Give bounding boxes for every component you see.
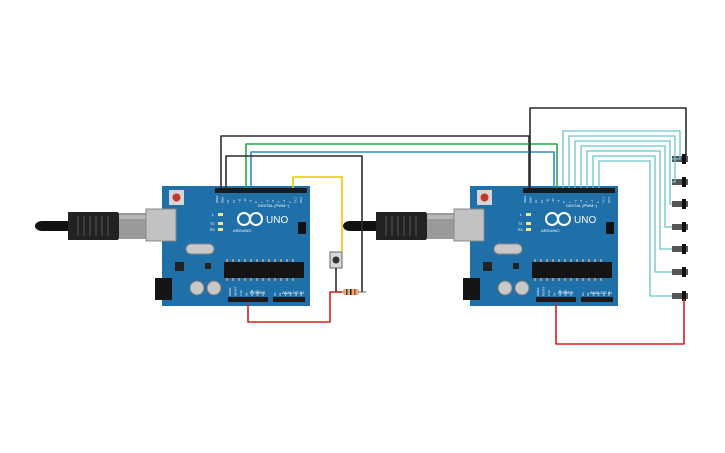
board-model-label: UNO <box>266 215 288 226</box>
pin-label: A1 <box>278 292 282 296</box>
led-label-tx: TX <box>518 222 523 226</box>
pin-label: ~11 <box>237 198 241 203</box>
arduino-logo-icon <box>237 212 263 226</box>
pin-label: 2 <box>288 201 292 203</box>
analog-header-label: ANALOG IN <box>590 290 612 295</box>
usb-cable-left[interactable] <box>35 212 147 240</box>
teal-wire-bundle[interactable] <box>562 130 681 297</box>
pin-label: ~11 <box>545 198 549 203</box>
pin-label: A3 <box>289 292 293 296</box>
pin-label: AREF <box>215 195 219 203</box>
pin-label: A4 <box>294 292 298 296</box>
pushbutton[interactable] <box>329 251 343 269</box>
arduino-board-left[interactable]: UNO ARDUINO DIGITAL (PWM~) POWER ANALOG … <box>35 186 310 306</box>
wire-red-right[interactable] <box>555 299 685 345</box>
digital-header-label: DIGITAL (PWM~) <box>566 203 598 208</box>
wire-red-left[interactable] <box>247 291 342 323</box>
pin-label: ~5 <box>271 199 275 203</box>
pin-label: 5V <box>245 292 249 296</box>
led-label-l: L <box>520 213 522 217</box>
pin-label: Vin <box>569 292 573 296</box>
pin-label: 5V <box>553 292 557 296</box>
wire-black-gnd-link[interactable] <box>220 135 530 188</box>
pin-label: 7 <box>568 201 572 203</box>
pin-label: 12 <box>232 199 236 203</box>
pin-label: A1 <box>586 292 590 296</box>
pin-label: GND <box>558 290 562 296</box>
pin-label: IOREF <box>536 287 540 296</box>
pin-label: 3.3V <box>547 290 551 296</box>
pin-label: RESET <box>542 286 546 296</box>
pin-label: A0 <box>581 292 585 296</box>
pin-label: IOREF <box>228 287 232 296</box>
pin-label: 4 <box>585 201 589 203</box>
pin-label: ~9 <box>557 199 561 203</box>
board-model-label: UNO <box>574 215 596 226</box>
pin-label: A5 <box>299 292 303 296</box>
pin-label: 13 <box>534 199 538 203</box>
pin-label: GND <box>256 290 260 296</box>
pin-label: ~5 <box>579 199 583 203</box>
pin-label: A0 <box>273 292 277 296</box>
pin-label: RESET <box>234 286 238 296</box>
pin-label: 12 <box>540 199 544 203</box>
led-label-tx: TX <box>210 222 215 226</box>
pin-label: ~3 <box>282 199 286 203</box>
usb-cable-right[interactable] <box>343 212 455 240</box>
pin-label: GND <box>250 290 254 296</box>
pin-label: RX 0 <box>299 196 303 203</box>
pin-label: 3.3V <box>239 290 243 296</box>
led-label-rx: RX <box>210 228 216 232</box>
power-header-label: POWER <box>250 290 265 295</box>
wire-green-link[interactable] <box>245 143 558 188</box>
wire-blue-link[interactable] <box>250 151 555 188</box>
pin-label: ~6 <box>573 199 577 203</box>
digital-header-label: DIGITAL (PWM~) <box>258 203 290 208</box>
pin-label: GND <box>564 290 568 296</box>
wire-black-switch[interactable] <box>529 107 687 188</box>
wire-yellow-button[interactable] <box>292 176 343 252</box>
pin-label: ~10 <box>551 198 555 203</box>
pin-label: 8 <box>254 201 258 203</box>
pin-label: A5 <box>607 292 611 296</box>
pin-label: A2 <box>283 292 287 296</box>
pin-label: Vin <box>261 292 265 296</box>
wire-black-resistor[interactable] <box>225 155 363 292</box>
pin-label: ~6 <box>265 199 269 203</box>
board-brand-label: ARDUINO <box>233 228 251 233</box>
pin-label: A4 <box>602 292 606 296</box>
pin-label: GND <box>529 197 533 203</box>
pin-label: 8 <box>562 201 566 203</box>
pin-label: RX 0 <box>607 196 611 203</box>
pin-label: 4 <box>277 201 281 203</box>
pin-label: TX 1 <box>601 197 605 203</box>
led-label-l: L <box>212 213 214 217</box>
arduino-logo-icon <box>545 212 571 226</box>
pin-label: AREF <box>523 195 527 203</box>
pin-label: ~3 <box>590 199 594 203</box>
pin-label: GND <box>221 197 225 203</box>
pin-label: A3 <box>597 292 601 296</box>
pin-label: A2 <box>591 292 595 296</box>
pin-label: 7 <box>260 201 264 203</box>
analog-header-label: ANALOG IN <box>282 290 304 295</box>
pin-label: ~9 <box>249 199 253 203</box>
pin-label: 13 <box>226 199 230 203</box>
board-brand-label: ARDUINO <box>541 228 559 233</box>
led-label-rx: RX <box>518 228 524 232</box>
pin-label: ~10 <box>243 198 247 203</box>
power-header-label: POWER <box>558 290 573 295</box>
pin-label: 2 <box>596 201 600 203</box>
arduino-board-right[interactable]: UNO ARDUINO DIGITAL (PWM~) POWER ANALOG … <box>343 186 618 306</box>
pin-label: TX 1 <box>293 197 297 203</box>
